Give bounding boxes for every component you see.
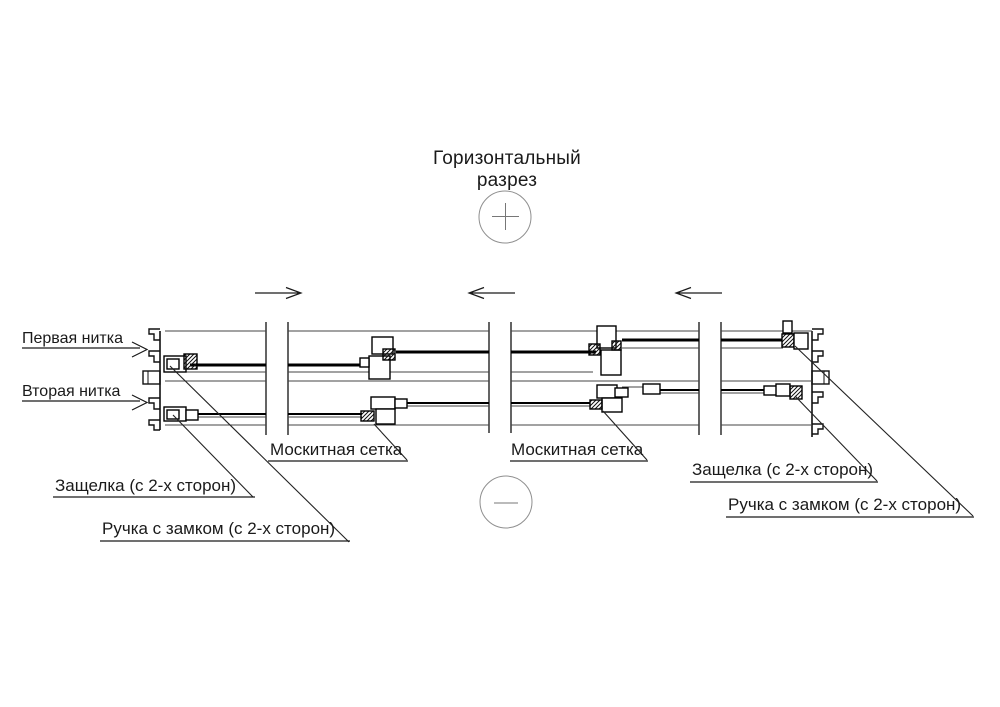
thread2-left-sash-latch: [163, 406, 199, 422]
wall-break-lines: [265, 322, 722, 435]
thread2-interlock-left: [360, 396, 408, 425]
thread2-sash-glass-lines: [190, 389, 764, 415]
plus-section-marker-icon: [478, 190, 532, 244]
callout-mosquito-net-left: Москитная сетка: [270, 440, 403, 459]
thread1-right-sash-lock: [781, 320, 809, 350]
callout-mosquito-net-right: Москитная сетка: [511, 440, 644, 459]
thread1-left-sash-lock: [163, 353, 198, 373]
callout-leader-lines: [169, 345, 974, 543]
callout-thread-2: Вторая нитка: [22, 383, 121, 400]
callout-underlines: [22, 341, 974, 542]
right-frame-profile: [811, 328, 830, 437]
slide-direction-arrows-icon: [255, 286, 722, 300]
callout-handle-right: Ручка с замком (с 2-х сторон): [728, 495, 962, 514]
callout-handle-left: Ручка с замком (с 2-х сторон): [102, 519, 336, 538]
callout-latch-left: Защелка (с 2-х сторон): [55, 476, 237, 495]
left-frame-profile: [142, 328, 161, 431]
callout-thread-1: Первая нитка: [22, 330, 123, 347]
thread2-right-sash-latch: [642, 383, 803, 400]
thread1-interlock-left: [359, 336, 396, 380]
thread2-interlock-right: [589, 384, 629, 413]
minus-section-marker-icon: [479, 475, 533, 529]
page-title: Горизонтальный разрез: [433, 148, 581, 191]
thread1-interlock-right: [588, 325, 622, 376]
callout-latch-right: Защелка (с 2-х сторон): [692, 460, 874, 479]
thread1-sash-glass-lines: [190, 338, 782, 367]
